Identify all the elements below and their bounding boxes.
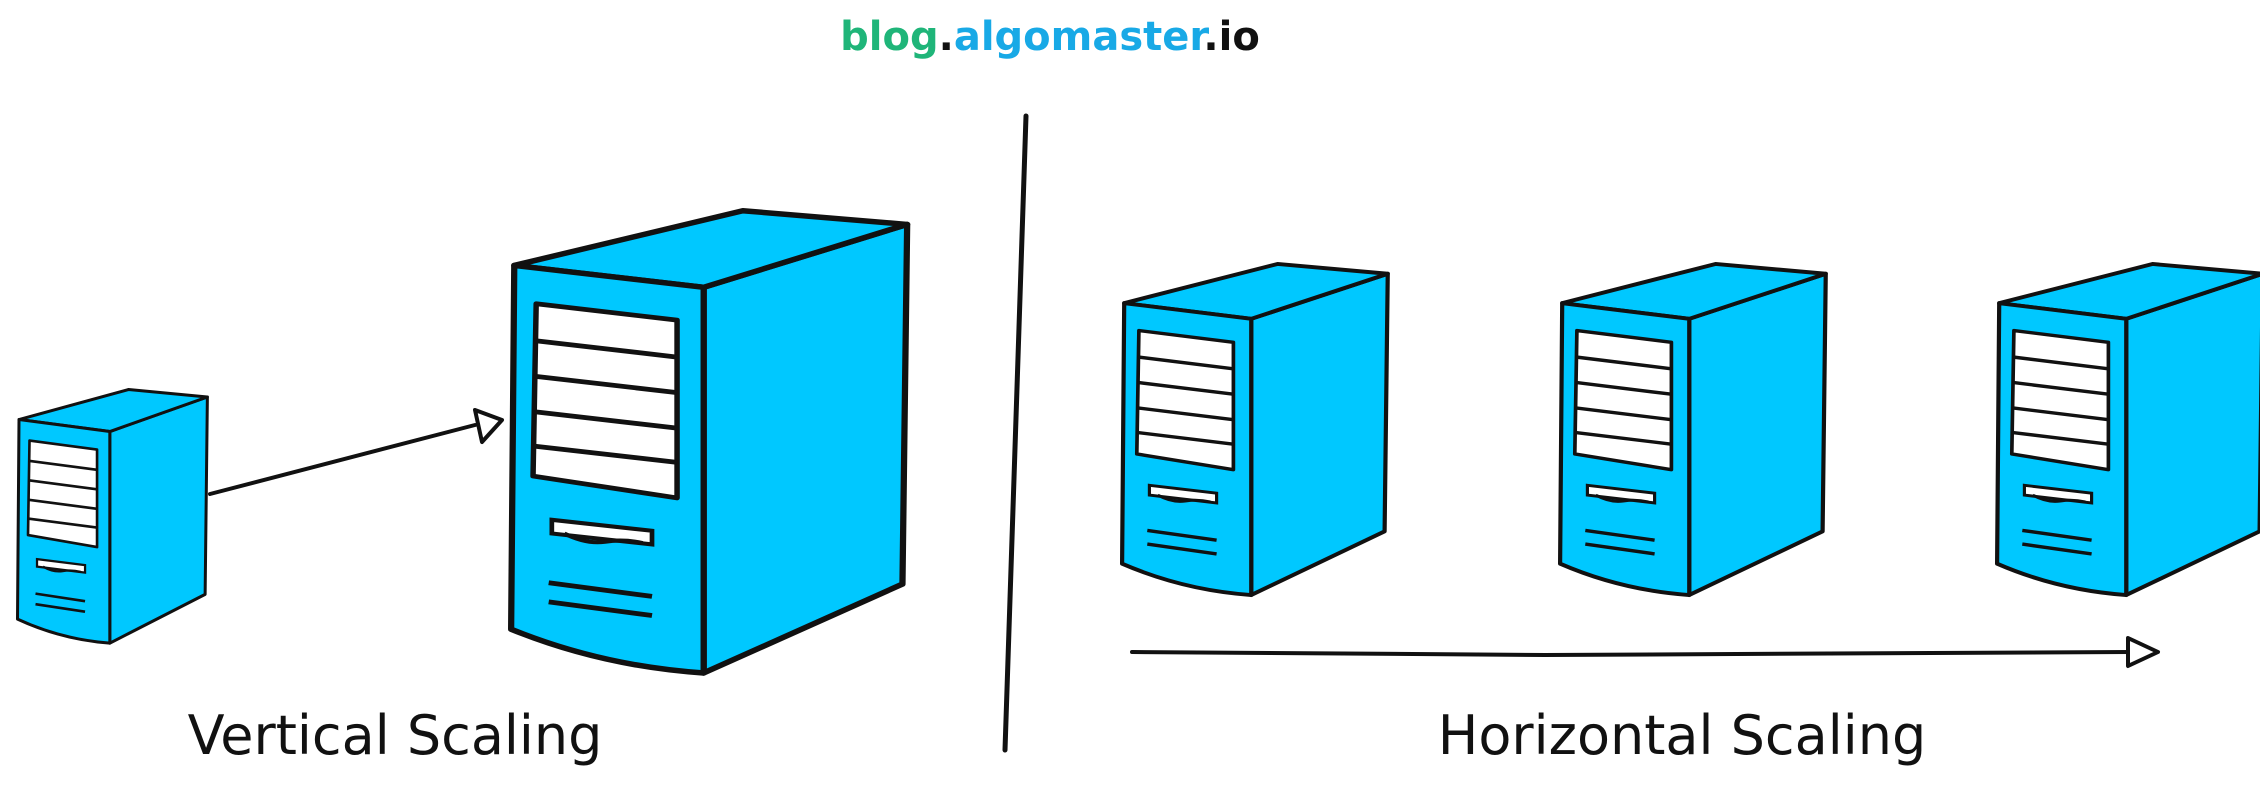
section-divider (1002, 113, 1029, 753)
brand-part-io: io (1219, 14, 1260, 60)
large-server-icon (511, 211, 907, 673)
brand-logo: blog.algomaster.io (840, 14, 1260, 60)
brand-dot-1: . (939, 14, 954, 60)
server-icon-2 (1560, 264, 1826, 595)
brand-part-algomaster: algomaster (954, 14, 1210, 60)
scale-up-arrow (208, 408, 504, 496)
brand-part-blog: blog (840, 14, 938, 60)
vertical-scaling-caption: Vertical Scaling (188, 704, 603, 767)
horizontal-scaling-caption: Horizontal Scaling (1438, 704, 1926, 767)
brand-dot-2: . (1203, 14, 1218, 60)
server-icon-3 (1997, 264, 2260, 595)
small-server-icon (15, 388, 209, 645)
scale-out-arrow (1130, 636, 2160, 668)
server-icon-1 (1122, 264, 1388, 595)
